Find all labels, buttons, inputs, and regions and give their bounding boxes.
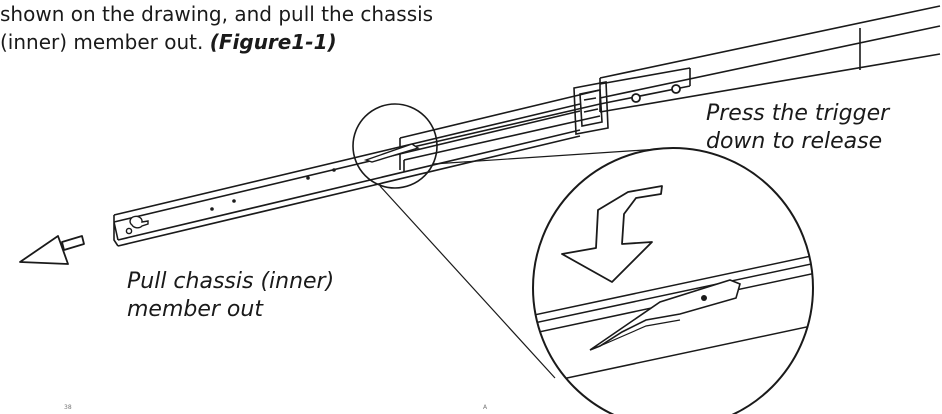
page-number: 38 bbox=[64, 404, 72, 411]
instruction-text: shown on the drawing, and pull the chass… bbox=[0, 0, 520, 56]
rail-hole bbox=[125, 227, 133, 235]
inner-rail bbox=[113, 103, 581, 247]
rail-hole bbox=[306, 176, 310, 180]
instruction-line: shown on the drawing, and pull the chass… bbox=[0, 2, 434, 26]
instruction-line: (inner) member out. bbox=[0, 30, 204, 54]
callout-line: down to release bbox=[706, 129, 883, 154]
curved-arrow-down-icon bbox=[561, 185, 663, 283]
detail-content bbox=[533, 251, 813, 389]
figure-reference: (Figure1-1) bbox=[209, 30, 337, 54]
arrow-left-icon bbox=[19, 235, 85, 265]
keyhole-slot bbox=[129, 215, 149, 229]
detail-circle bbox=[532, 147, 814, 414]
page-marker: A bbox=[483, 404, 488, 411]
callout-line: Pull chassis (inner) bbox=[127, 269, 335, 294]
rail-hole bbox=[232, 199, 236, 203]
callout-line: member out bbox=[127, 297, 263, 322]
zoom-lines bbox=[379, 147, 675, 379]
trigger-callout: Press the trigger down to release bbox=[706, 100, 889, 156]
rail-hole bbox=[671, 84, 681, 94]
trigger-detail bbox=[599, 319, 681, 347]
callout-line: Press the trigger bbox=[706, 101, 890, 126]
magnifier-circle bbox=[352, 103, 438, 189]
rail-hole bbox=[210, 207, 214, 211]
rail-hole bbox=[701, 295, 707, 301]
trigger-lever bbox=[363, 143, 420, 163]
outer-rail bbox=[599, 5, 941, 113]
pull-callout: Pull chassis (inner) member out bbox=[127, 268, 334, 324]
rail-hole bbox=[631, 93, 641, 103]
slider-bracket bbox=[573, 81, 609, 135]
rail-hole bbox=[332, 168, 336, 172]
